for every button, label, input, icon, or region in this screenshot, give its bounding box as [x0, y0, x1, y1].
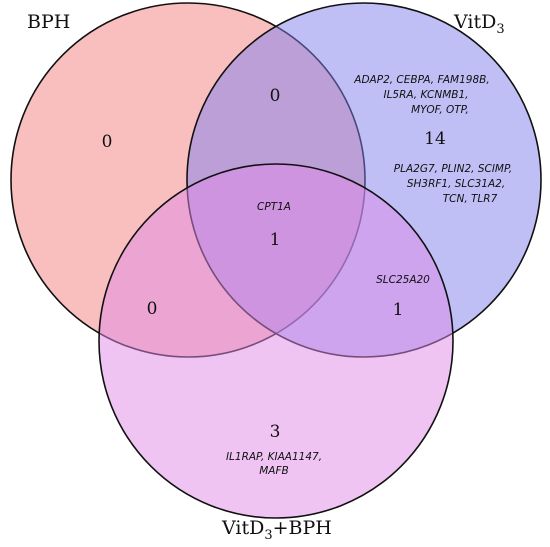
count-all-three: 1	[270, 230, 281, 250]
genes-all-three: CPT1A	[257, 201, 291, 213]
count-vitd3-only: 14	[424, 129, 446, 149]
genes-vitd3bph-only: IL1RAP, KIAA1147, MAFB	[226, 451, 322, 477]
set-circles	[10, 2, 542, 519]
gene-line: ADAP2, CEBPA, FAM198B,	[353, 74, 489, 86]
circle-vitd3-bph	[98, 163, 454, 519]
count-vitd3bph-only: 3	[270, 422, 281, 442]
count-bph-vitd3bph: 0	[147, 299, 158, 319]
gene-line: SH3RF1, SLC31A2,	[407, 178, 505, 190]
count-vitd3-vitd3bph: 1	[393, 300, 404, 320]
genes-vitd3-only: ADAP2, CEBPA, FAM198B, IL5RA, KCNMB1, MY…	[353, 74, 512, 205]
gene-line: PLA2G7, PLIN2, SCIMP,	[394, 163, 512, 175]
genes-vitd3-vitd3bph: SLC25A20	[376, 274, 430, 286]
gene-line: IL5RA, KCNMB1,	[383, 89, 468, 101]
gene-line: IL1RAP, KIAA1147,	[226, 451, 322, 463]
gene-line: MAFB	[259, 465, 289, 477]
set-label-bph: BPH	[27, 11, 70, 33]
gene-line: MYOF, OTP,	[411, 104, 469, 116]
count-bph-vitd3: 0	[270, 86, 281, 106]
set-label-vitd3: VitD3	[453, 11, 505, 37]
count-bph-only: 0	[102, 132, 113, 152]
gene-line: TCN, TLR7	[443, 193, 498, 205]
set-label-vitd3-bph: VitD3+BPH	[221, 517, 332, 543]
